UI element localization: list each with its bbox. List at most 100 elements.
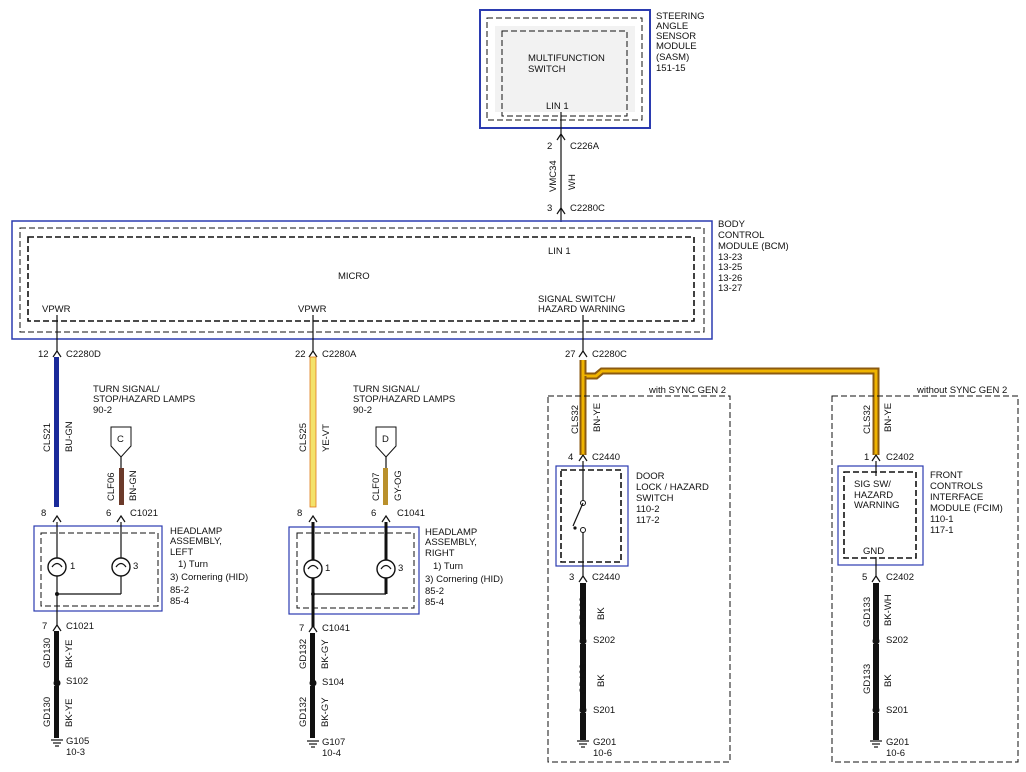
bcm-module: MICRO LIN 1 VPWR VPWR SIGNAL SWITCH/ HAZ… [11, 220, 713, 340]
label-mid-color: YE-VT [321, 424, 332, 452]
left-conn-c1021-in: C1021 [130, 508, 158, 519]
label-fcim-name-4: 110-1 [930, 514, 954, 525]
label-door-name-0: DOOR [636, 471, 665, 482]
label-left-lamp_pin1: 1 [70, 561, 75, 572]
label-fcim-gd1_color: BK-WH [883, 594, 894, 626]
label-bcm-name-0: BODY [718, 219, 746, 230]
label-left-assembly-0: HEADLAMP [170, 526, 222, 537]
label-mid-assembly-5: 85-2 [425, 586, 444, 597]
label-door-splice2: S201 [593, 705, 615, 716]
left-turn-chain: 12 C2280D CLS21 BU-GN 8 C TURN SIGNAL/ S… [33, 315, 248, 758]
label-left-assembly-2: LEFT [170, 547, 193, 558]
label-mid-ref_title-0: TURN SIGNAL/ [353, 384, 420, 395]
bcm-vpwr-2: VPWR [298, 304, 327, 315]
label-sasm-name-1: ANGLE [656, 21, 688, 32]
left-circuit: CLS21 [42, 423, 53, 452]
label-bcm-name-6: 13-27 [718, 283, 742, 294]
label-left-assembly-5: 85-2 [170, 585, 189, 596]
wire-bu-gn [54, 357, 59, 507]
conn-c2280c-top: C2280C [570, 203, 605, 214]
label-mid-assembly-2: RIGHT [425, 548, 455, 559]
label-mid-pin7: 7 [299, 623, 304, 634]
label-door-gd1: GD133 [578, 597, 589, 627]
label-bcm-name-5: 13-26 [718, 273, 742, 284]
sasm-inner-label-1: MULTIFUNCTION [528, 53, 605, 64]
label-bcm-name-2: MODULE (BCM) [718, 241, 789, 252]
label-mid-ref_title-2: 90-2 [353, 405, 372, 416]
label-door-conn_in: C2440 [592, 452, 620, 463]
label-fcim-pin_out: 5 [862, 572, 867, 583]
label-door-name-3: 110-2 [636, 504, 660, 515]
label-mid-sub_color: GY-OG [393, 470, 404, 501]
label-door-conn_out: C2440 [592, 572, 620, 583]
label-left-ref_title-0: TURN SIGNAL/ [93, 384, 160, 395]
without-sync-region [831, 395, 1019, 763]
label-mid-ground: G107 [322, 737, 345, 748]
fcim-module: CLS32 BN-YE 1 C2402 SIG SW/ HAZARD WARNI… [837, 403, 1003, 759]
left-wire-color: BU-GN [64, 421, 75, 452]
label-mid-assembly-1: ASSEMBLY, [425, 537, 477, 548]
bcm-vpwr-1: VPWR [42, 304, 71, 315]
left-pin-7: 7 [42, 621, 47, 632]
label-mid-pin6: 6 [371, 508, 376, 519]
sasm-pin-label: LIN 1 [546, 101, 569, 112]
label-fcim-circuit: CLS32 [862, 405, 873, 434]
label-door-ground: G201 [593, 737, 616, 748]
label-fcim-splice2: S201 [886, 705, 908, 716]
label-door-name-1: LOCK / HAZARD [636, 482, 709, 493]
circuit-vmc34: VMC34 [548, 160, 559, 192]
label-mid-assembly-0: HEADLAMP [425, 527, 477, 538]
bcm-signal-1: SIGNAL SWITCH/ [538, 294, 616, 305]
bcm-micro-label: MICRO [338, 271, 370, 282]
label-mid-ground_ref: 10-4 [322, 748, 341, 759]
label-left-assembly-3: 1) Turn [178, 559, 208, 570]
label-door-circuit: CLS32 [570, 405, 581, 434]
label-fcim-ground: G201 [886, 737, 909, 748]
left-pin-6: 6 [106, 508, 111, 519]
label-left-gd1: GD130 [42, 638, 53, 668]
label-mid-gd2: GD132 [298, 697, 309, 727]
conn-c226a: C226A [570, 141, 600, 152]
pin-3: 3 [547, 203, 552, 214]
label-left-gd1_color: BK-YE [64, 639, 75, 668]
label-sasm-name-3: MODULE [656, 41, 697, 52]
label-left-ref_title-1: STOP/HAZARD LAMPS [93, 394, 195, 405]
label-fcim-name-5: 117-1 [930, 525, 954, 536]
left-sub-circuit: CLF06 [106, 472, 117, 501]
label-fcim-name-0: FRONT [930, 470, 963, 481]
label-door-name-2: SWITCH [636, 493, 674, 504]
label-mid-gd1_color: BK-GY [320, 639, 331, 669]
door-ground-labels: GD133 BK GD133 BK [578, 597, 607, 694]
color-wh: WH [567, 174, 578, 190]
label-fcim-name-3: MODULE (FCIM) [930, 503, 1003, 514]
label-door-gd1_color: BK [596, 607, 607, 620]
pin-2: 2 [547, 141, 552, 152]
label-door-color: BN-YE [592, 403, 603, 432]
label-sasm-name-5: 151-15 [656, 63, 686, 74]
bcm-signal-2: HAZARD WARNING [538, 304, 625, 315]
label-left-assembly-1: ASSEMBLY, [170, 536, 222, 547]
sasm-module: MULTIFUNCTION SWITCH LIN 1 [479, 9, 651, 129]
left-conn-c1021-out: C1021 [66, 621, 94, 632]
label-door-gd2_color: BK [596, 674, 607, 687]
sasm-bcm-wire: 2 C226A VMC34 WH 3 C2280C [547, 112, 605, 222]
label-fcim-gd1: GD133 [862, 597, 873, 627]
label-fcim-gd2: GD133 [862, 664, 873, 694]
label-sync-conn: C2280C [592, 349, 627, 360]
label-door-name-4: 117-2 [636, 515, 660, 526]
without-sync-label: without SYNC GEN 2 [916, 385, 1007, 396]
with-sync-label: with SYNC GEN 2 [648, 385, 726, 396]
label-mid-assembly-3: 1) Turn [433, 561, 463, 572]
label-fcim-conn_out: C2402 [886, 572, 914, 583]
label-mid-ref_letter: D [382, 434, 389, 445]
label-left-ref_title-2: 90-2 [93, 405, 112, 416]
ref-letter-c: C [117, 434, 124, 445]
label-fcim-inner-1: HAZARD [854, 490, 893, 501]
left-sub-color: BN-GN [128, 470, 139, 501]
label-fcim-ground_ref: 10-6 [886, 748, 905, 759]
ground-g105: G105 [66, 736, 89, 747]
left-pin-12: 12 [38, 349, 49, 360]
label-fcim-name-1: CONTROLS [930, 481, 983, 492]
label-mid-assembly-6: 85-4 [425, 597, 444, 608]
